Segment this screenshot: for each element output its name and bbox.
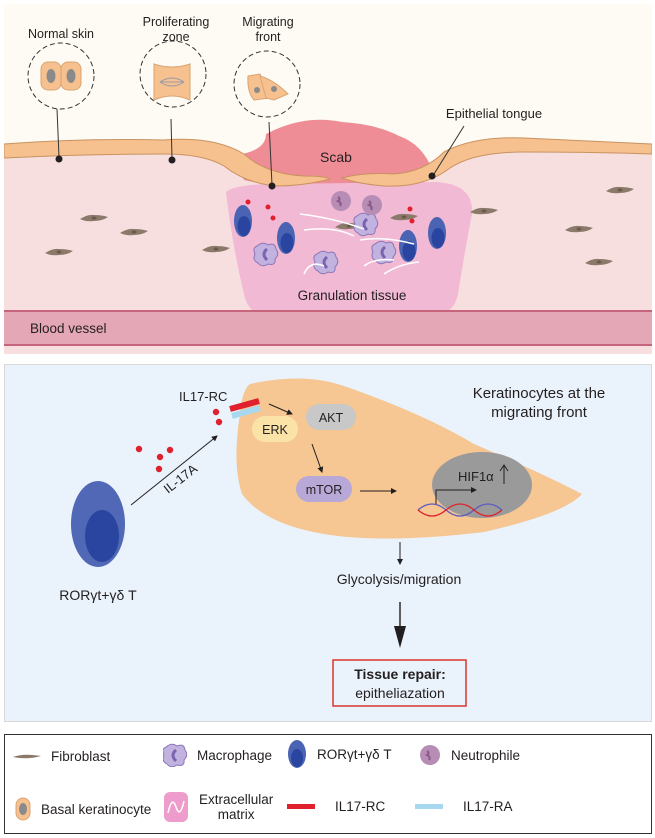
- legend-item-fibroblast: Fibroblast: [13, 749, 110, 764]
- extracellular-matrix-icon: [164, 792, 188, 822]
- legend-item-basal-keratinocyte: Basal keratinocyte: [15, 797, 151, 821]
- il17-rc-label: IL17-RC: [179, 389, 227, 404]
- mtor-node: [296, 476, 352, 502]
- erk-node: [252, 416, 298, 442]
- legend-item-macrophage: Macrophage: [163, 743, 272, 767]
- t-cell-icon: [288, 740, 306, 768]
- basal-keratinocyte-icon: [15, 797, 31, 821]
- legend: Fibroblast Macrophage RORγt+γδ T Neutrop…: [4, 734, 652, 834]
- neutrophil-icon: [420, 745, 440, 765]
- label-granulation-tissue: Granulation tissue: [298, 288, 407, 303]
- il17-ra-icon: [415, 803, 443, 809]
- fibroblast-icon: [13, 754, 41, 758]
- t-cell-label: RORγt+γδ T: [59, 587, 137, 603]
- result-title: Tissue repair:: [354, 666, 446, 682]
- legend-item-t-cell: RORγt+γδ T: [287, 739, 392, 769]
- blood-vessel: [4, 310, 652, 346]
- macrophage-icon: [163, 743, 187, 767]
- akt-node: [306, 404, 356, 430]
- nucleus: [432, 452, 532, 518]
- inset-proliferating-zone: [139, 40, 207, 164]
- il17-rc-receptor: [229, 398, 260, 412]
- inset-migrating-front: [233, 50, 301, 190]
- signaling-panel: IL-17A IL17-RC ERK AKT mTOR HIF1α Kerati…: [4, 364, 652, 722]
- result-box: [332, 659, 467, 707]
- legend-item-il17-ra: IL17-RA: [415, 799, 513, 814]
- label-scab: Scab: [320, 149, 352, 165]
- hif1a-label: HIF1α: [458, 469, 494, 484]
- dna-icon: [417, 503, 503, 517]
- legend-item-il17-rc: IL17-RC: [287, 799, 385, 814]
- il17a-arrow: [130, 435, 218, 506]
- akt-label: AKT: [319, 411, 344, 425]
- label-normal-skin: Normal skin: [28, 27, 94, 41]
- legend-item-neutrophil: Neutrophile: [419, 744, 520, 766]
- il17-ra-receptor: [231, 405, 261, 419]
- label-blood-vessel: Blood vessel: [30, 321, 107, 336]
- label-epithelial-tongue: Epithelial tongue: [446, 106, 542, 121]
- outcome-label: Glycolysis/migration: [337, 571, 461, 587]
- inset-normal-skin: [27, 42, 95, 163]
- result-sub: epitheliazation: [355, 685, 445, 701]
- epidermis: [4, 138, 332, 187]
- mtor-label: mTOR: [306, 483, 343, 497]
- il17-rc-icon: [287, 803, 315, 809]
- transcription-arrow-icon: [435, 487, 477, 504]
- up-arrow-icon: [499, 464, 509, 484]
- t-cell: [71, 481, 125, 567]
- erk-label: ERK: [262, 423, 288, 437]
